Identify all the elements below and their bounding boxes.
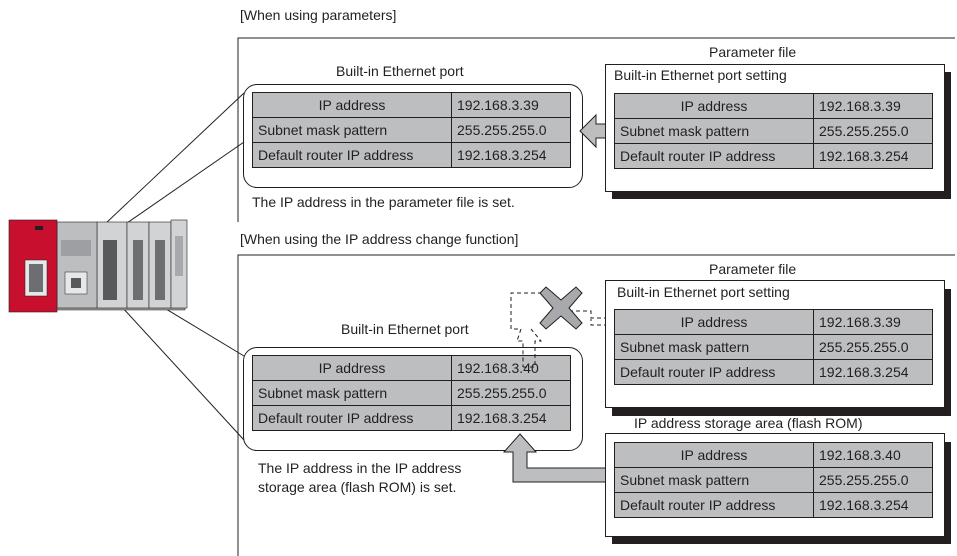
- row-value: 192.168.3.39: [813, 309, 933, 335]
- section2-port-title: Built-in Ethernet port: [341, 321, 469, 337]
- row-label: Subnet mask pattern: [614, 334, 814, 360]
- section1-caption: The IP address in the parameter file is …: [252, 194, 515, 210]
- row-label: Default router IP address: [614, 143, 814, 169]
- row-value: 255.255.255.0: [451, 380, 571, 406]
- row-label: Default router IP address: [252, 142, 452, 168]
- storage-area-title: IP address storage area (flash ROM): [634, 415, 863, 431]
- section2-heading: [When using the IP address change functi…: [240, 231, 519, 247]
- row-value: 255.255.255.0: [813, 118, 933, 144]
- row-value: 192.168.3.39: [451, 92, 571, 118]
- row-value: 255.255.255.0: [813, 334, 933, 360]
- section2-port-frame: [243, 347, 583, 451]
- plc-module-illustration: [8, 219, 188, 313]
- section1-port-setting-title: Built-in Ethernet port setting: [614, 67, 787, 83]
- row-label: Subnet mask pattern: [614, 467, 814, 493]
- row-label: IP address: [252, 92, 452, 118]
- row-label: Subnet mask pattern: [252, 117, 452, 143]
- section1-heading: [When using parameters]: [240, 7, 397, 23]
- row-label: IP address: [252, 355, 452, 381]
- section2-param-file-title: Parameter file: [709, 261, 797, 277]
- section2-port-setting-title: Built-in Ethernet port setting: [617, 284, 790, 300]
- blocked-path: [510, 292, 608, 368]
- row-label: Default router IP address: [252, 405, 452, 431]
- row-label: IP address: [614, 309, 814, 335]
- cross-mark-icon: [539, 286, 583, 330]
- row-label: IP address: [614, 442, 814, 468]
- row-label: Subnet mask pattern: [614, 118, 814, 144]
- section2-caption-line1: The IP address in the IP address: [258, 460, 462, 476]
- row-label: Default router IP address: [614, 492, 814, 518]
- row-value: 255.255.255.0: [451, 117, 571, 143]
- row-value: 192.168.3.40: [451, 355, 571, 381]
- section1-port-frame: [243, 84, 583, 188]
- row-value: 192.168.3.40: [813, 442, 933, 468]
- row-label: Default router IP address: [614, 359, 814, 385]
- section1-param-file-title: Parameter file: [709, 44, 797, 60]
- row-label: Subnet mask pattern: [252, 380, 452, 406]
- section2-caption-line2: storage area (flash ROM) is set.: [258, 479, 457, 495]
- section1-port-title: Built-in Ethernet port: [336, 63, 464, 79]
- row-value: 192.168.3.254: [451, 405, 571, 431]
- row-value: 192.168.3.254: [451, 142, 571, 168]
- row-value: 192.168.3.254: [813, 359, 933, 385]
- row-value: 192.168.3.254: [813, 492, 933, 518]
- row-label: IP address: [614, 93, 814, 119]
- row-value: 255.255.255.0: [813, 467, 933, 493]
- block-arrow-icon: [502, 433, 607, 483]
- row-value: 192.168.3.254: [813, 143, 933, 169]
- row-value: 192.168.3.39: [813, 93, 933, 119]
